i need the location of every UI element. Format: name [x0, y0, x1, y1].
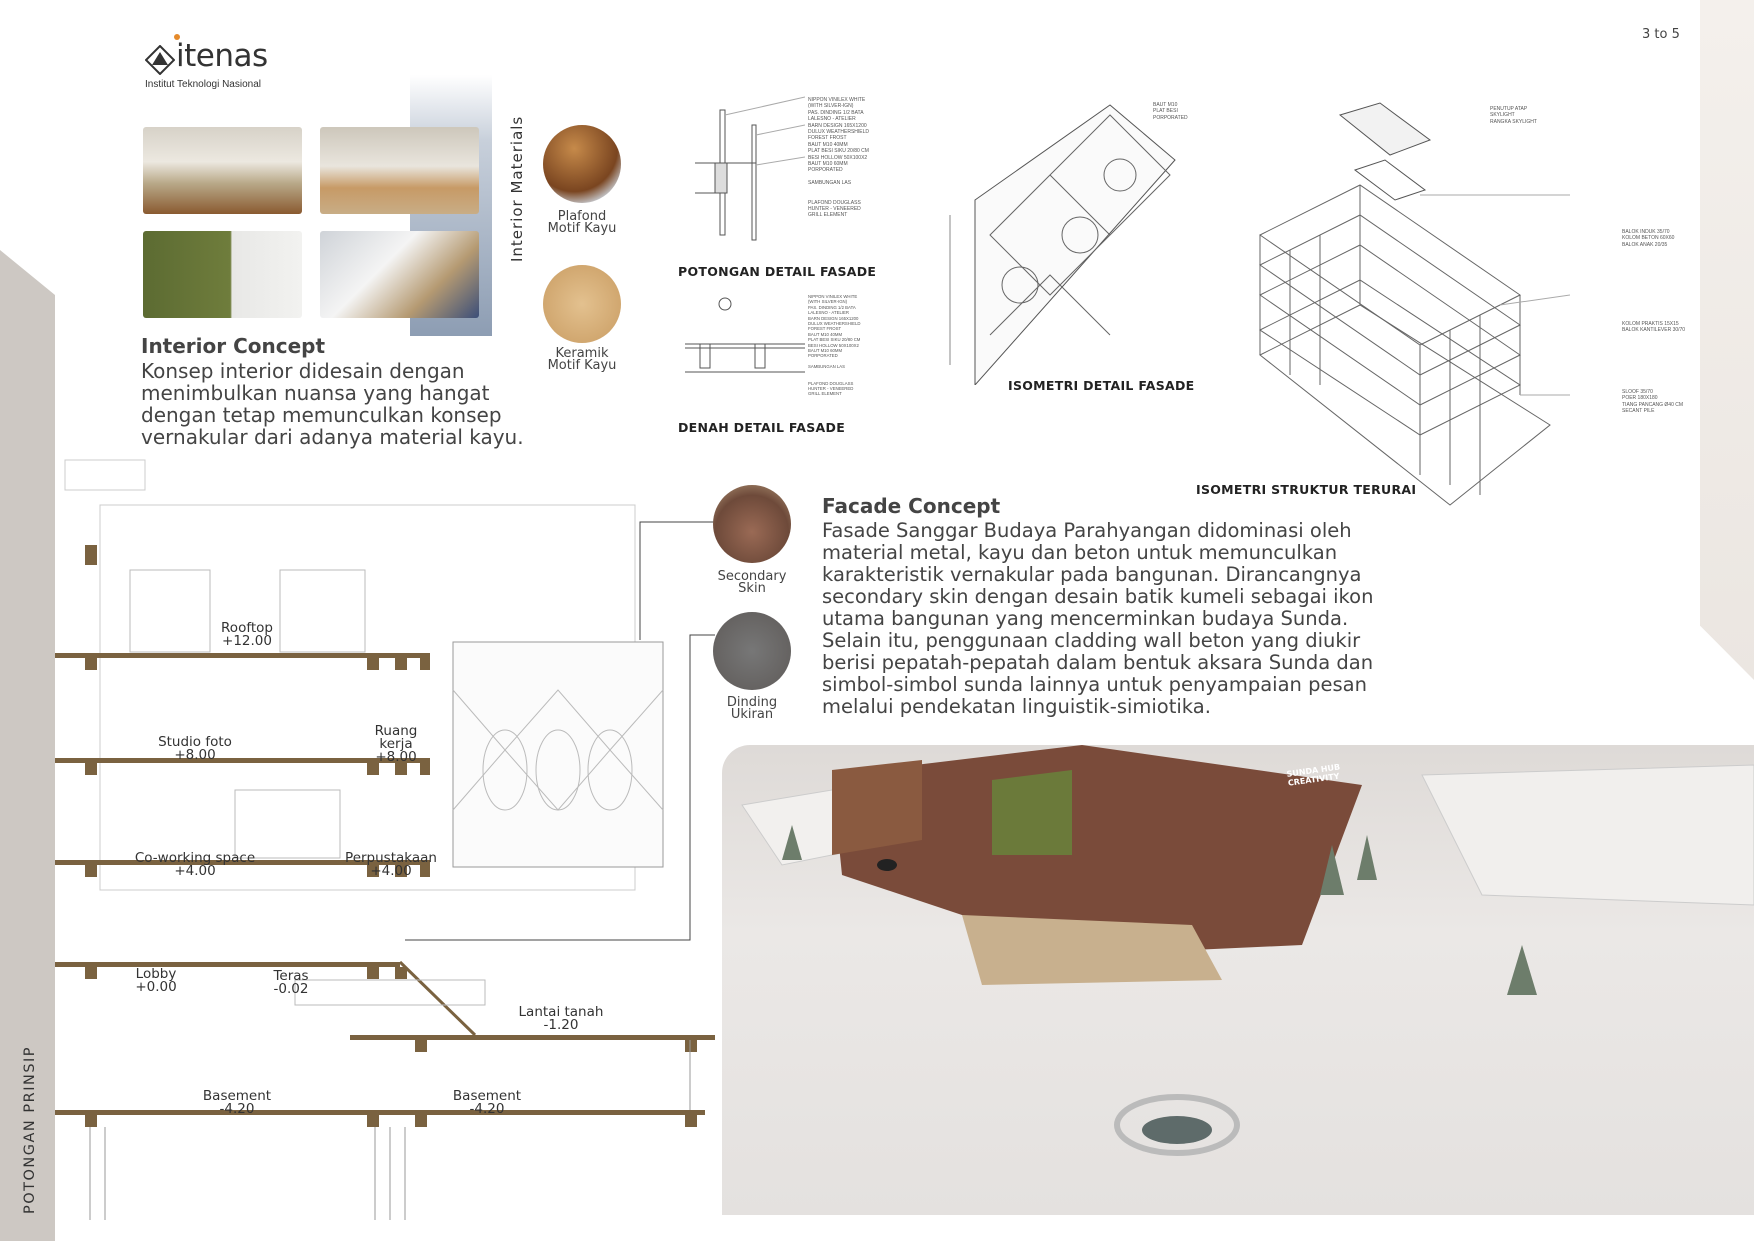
- secondary-skin-swatch: [713, 485, 791, 563]
- room-teras: Teras-0.02: [273, 968, 309, 997]
- room-co-working: Co-working space+4.00: [134, 850, 256, 879]
- render-scene: [741, 745, 1754, 1156]
- room-perpustakaan: Perpustakaan+4.00: [345, 850, 437, 879]
- keramik-label: Keramik Motif Kayu: [547, 346, 617, 373]
- room-rooftop: Rooftop+12.00: [221, 620, 273, 649]
- left-gray-strip: [0, 250, 55, 1241]
- right-beige-strip: [1700, 0, 1754, 680]
- denah-detail-drawing: [685, 297, 805, 373]
- logo-name: itenas: [176, 38, 268, 74]
- potongan-detail-drawing: [695, 96, 805, 241]
- isometri-fasade-notes: BAUT M10 PLAT BESI PORPORATED: [1153, 102, 1188, 121]
- dinding-ukiran-label: Dinding Ukiran: [726, 695, 778, 722]
- page-number: 3 to 5: [1642, 27, 1680, 42]
- potongan-detail-label: POTONGAN DETAIL FASADE: [678, 264, 877, 279]
- denah-detail-notes: NIPPON VINILEX WHITE (WITH SILVER-IGN) P…: [808, 294, 861, 397]
- room-studio-foto: Studio foto+8.00: [158, 734, 232, 763]
- room-ruang-kerja: Ruang kerja+8.00: [374, 723, 418, 765]
- struktur-notes-base: SLOOF 35/70 POER 180X180 TIANG PANCANG Ø…: [1622, 389, 1684, 415]
- plafond-material-swatch: [543, 125, 621, 203]
- interior-concept-body: Konsep interior didesain dengan menimbul…: [141, 359, 524, 449]
- room-basement-right: Basement-4.20: [452, 1088, 522, 1117]
- denah-detail-label: DENAH DETAIL FASADE: [678, 420, 846, 435]
- section-drawing: [55, 459, 715, 1220]
- facade-concept-body: Fasade Sanggar Budaya Parahyangan didomi…: [822, 519, 1374, 718]
- isometri-fasade-label: ISOMETRI DETAIL FASADE: [1008, 378, 1195, 393]
- plafond-label: Plafond Motif Kayu: [547, 209, 617, 236]
- itenas-logo-icon: [145, 45, 175, 75]
- isometri-struktur-label: ISOMETRI STRUKTUR TERURAI: [1196, 482, 1417, 497]
- interior-photo-ramp: [320, 231, 479, 318]
- secondary-skin-label: Secondary Skin: [717, 569, 787, 596]
- interior-photo-lobby: [320, 127, 479, 214]
- interior-concept-heading: Interior Concept: [141, 334, 326, 358]
- struktur-notes-mid: BALOK INDUK 35/70 KOLOM BETON 60X60 BALO…: [1622, 229, 1675, 248]
- room-lobby: Lobby+0.00: [135, 966, 177, 995]
- section-title: POTONGAN PRINSIP: [22, 1045, 38, 1214]
- isometri-fasade-drawing: [949, 104, 1176, 385]
- facade-concept-heading: Facade Concept: [822, 494, 1001, 518]
- logo-subtitle: Institut Teknologi Nasional: [145, 79, 261, 90]
- building-render: SUNDA HUB CREATIVITY: [722, 745, 1754, 1215]
- interior-photo-auditorium: [143, 127, 302, 214]
- struktur-notes-top: PENUTUP ATAP SKYLIGHT RANGKA SKYLIGHT: [1490, 106, 1537, 125]
- struktur-notes-low: KOLOM PRAKTIS 15X15 BALOK KANTILEVER 30/…: [1622, 321, 1686, 334]
- interior-materials-title: Interior Materials: [508, 115, 526, 262]
- room-basement-left: Basement-4.20: [202, 1088, 272, 1117]
- room-lantai-tanah: Lantai tanah-1.20: [518, 1004, 604, 1033]
- keramik-material-swatch: [543, 265, 621, 343]
- isometri-struktur-drawing: [1258, 102, 1570, 506]
- potongan-detail-notes: NIPPON VINILEX WHITE (WITH SILVER-IGN) P…: [808, 97, 870, 219]
- interior-photo-green-wall: [143, 231, 302, 318]
- dinding-ukiran-swatch: [713, 612, 791, 690]
